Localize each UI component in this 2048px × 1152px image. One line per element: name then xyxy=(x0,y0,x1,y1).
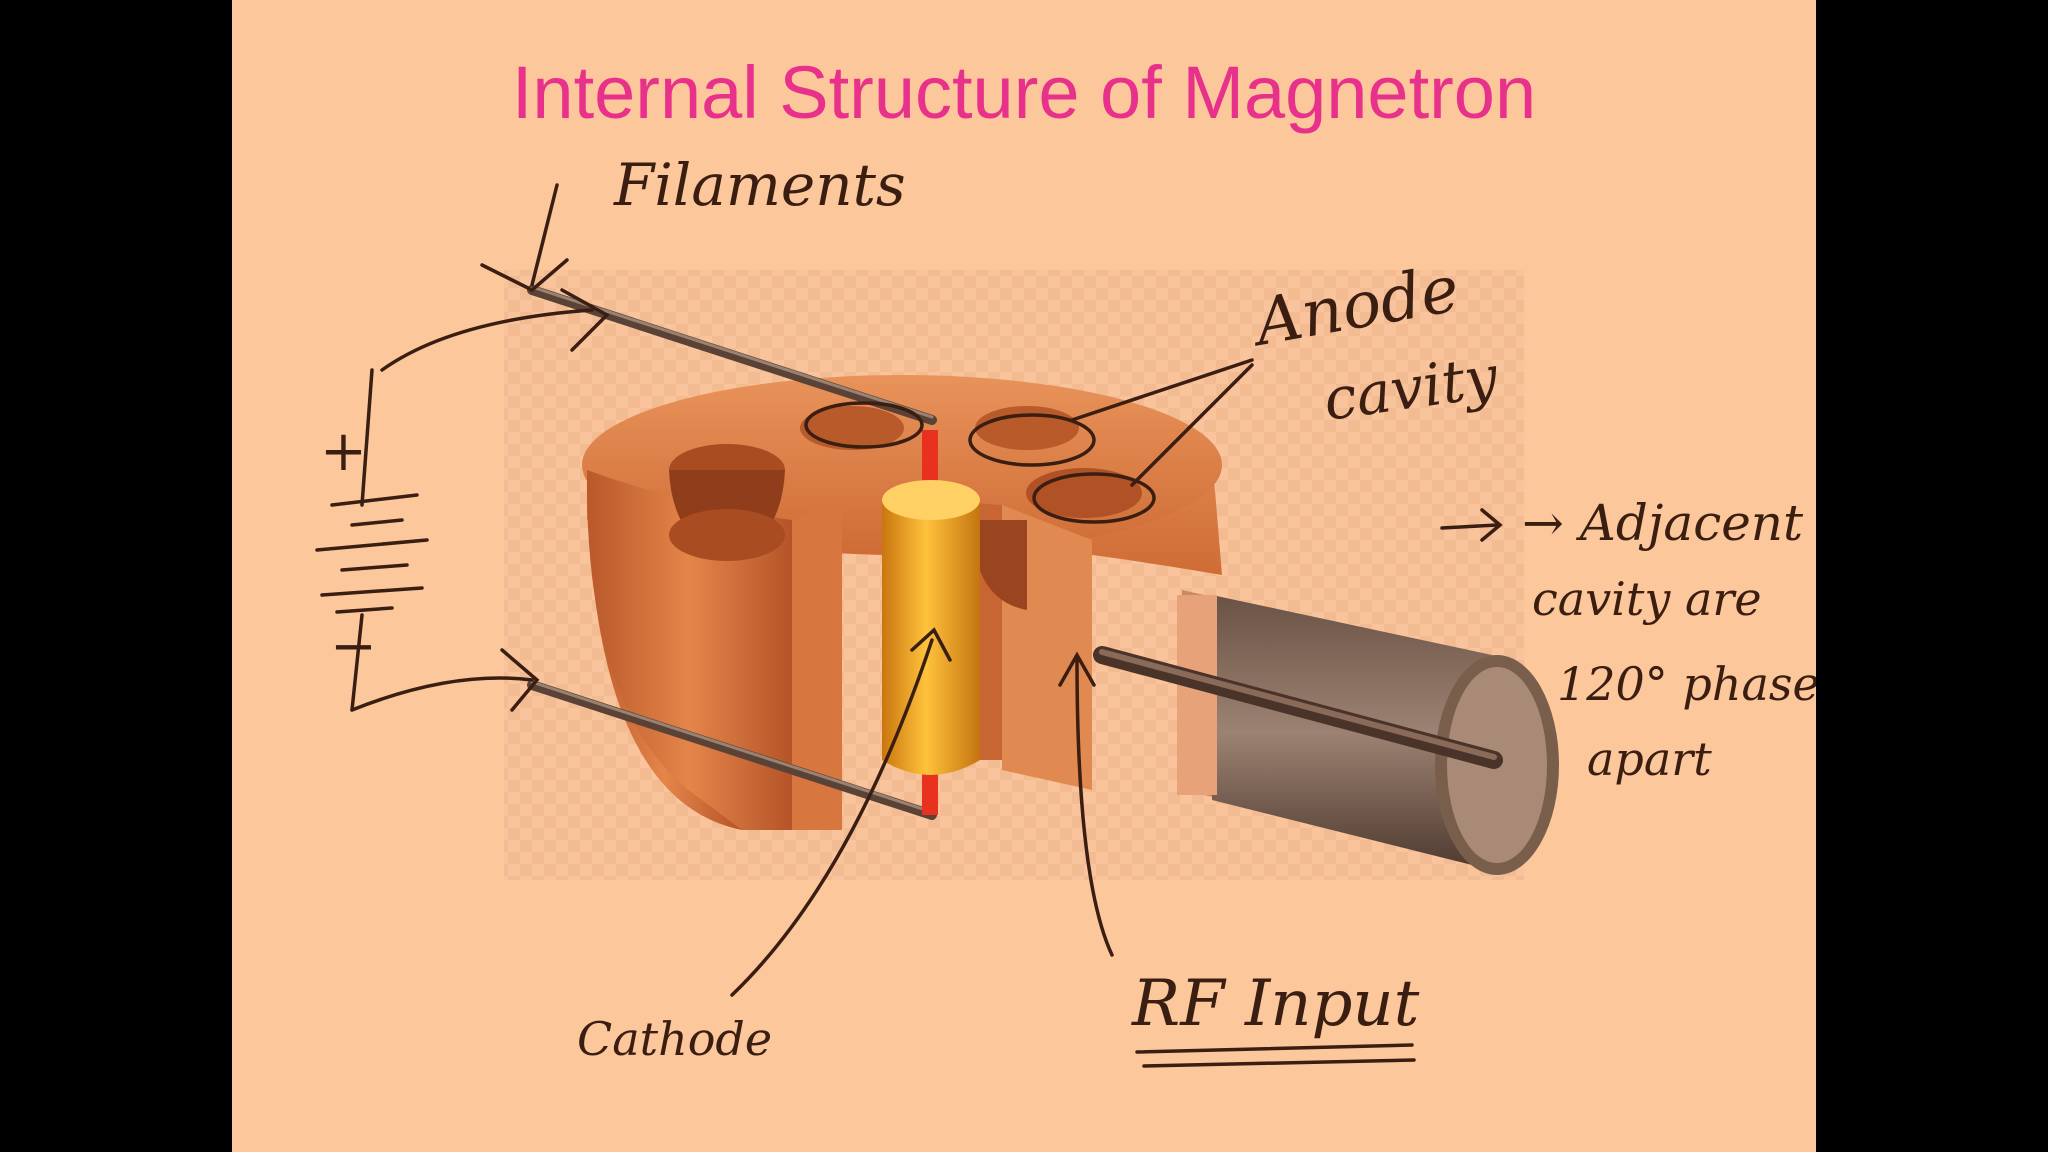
label-adjacent-2: cavity are xyxy=(1532,572,1762,626)
magnetron-diagram: Filaments Anode cavity → Adjacent cavity… xyxy=(315,151,1816,1068)
slide: Internal Structure of Magnetron xyxy=(232,0,1816,1152)
label-adjacent-4: apart xyxy=(1587,732,1712,786)
label-battery-plus: + xyxy=(320,419,367,484)
handwritten-annotations xyxy=(315,183,1503,1068)
rf-coax-tube xyxy=(1093,590,1559,875)
slide-title: Internal Structure of Magnetron xyxy=(511,51,1537,134)
annotation-labels: Filaments Anode cavity → Adjacent cavity… xyxy=(320,151,1816,1066)
filament-wire-bottom xyxy=(922,770,938,815)
label-filaments: Filaments xyxy=(613,151,906,219)
label-adjacent-3: 120° phase xyxy=(1557,657,1816,711)
label-cathode: Cathode xyxy=(577,1012,772,1066)
label-rf-input: RF Input xyxy=(1131,967,1420,1041)
cathode-cylinder xyxy=(882,430,980,815)
label-battery-minus: − xyxy=(330,614,377,679)
label-adjacent-1: → Adjacent xyxy=(1522,494,1804,552)
